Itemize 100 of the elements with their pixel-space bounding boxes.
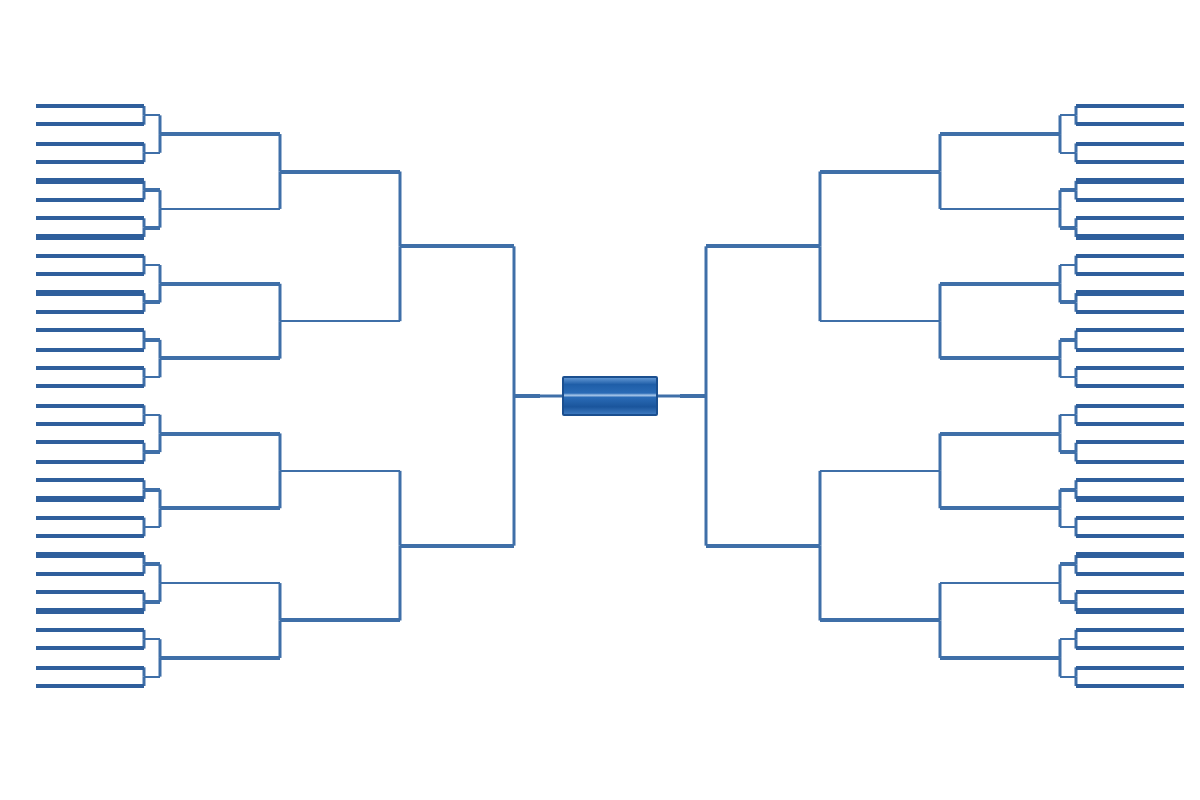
bracket-connector bbox=[938, 132, 942, 172]
bracket-line bbox=[1076, 534, 1184, 539]
bracket-line bbox=[820, 618, 940, 623]
bracket-connector bbox=[512, 244, 516, 396]
bracket-connector bbox=[398, 246, 402, 323]
bracket-connector bbox=[704, 244, 708, 396]
bracket-line bbox=[1076, 197, 1184, 202]
bracket-line bbox=[940, 356, 1060, 361]
bracket-line bbox=[36, 646, 144, 651]
bracket-line bbox=[1076, 290, 1184, 296]
bracket-connector bbox=[158, 583, 162, 604]
bracket-connector bbox=[1058, 637, 1062, 658]
bracket-connector bbox=[158, 562, 162, 584]
bracket-line bbox=[940, 656, 1060, 660]
bracket-connector bbox=[158, 208, 162, 230]
bracket-line bbox=[36, 571, 144, 576]
bracket-connector bbox=[158, 508, 162, 529]
bracket-line bbox=[1076, 571, 1184, 576]
bracket-connector bbox=[278, 581, 282, 621]
bracket-line bbox=[1076, 515, 1184, 520]
bracket-line bbox=[36, 234, 144, 240]
bracket-line bbox=[160, 282, 280, 286]
bracket-connector bbox=[1058, 208, 1062, 230]
bracket-line bbox=[160, 581, 280, 585]
bracket-line bbox=[280, 169, 400, 174]
bracket-connector bbox=[540, 394, 564, 398]
bracket-connector bbox=[656, 394, 680, 398]
bracket-line bbox=[1076, 103, 1184, 109]
bracket-line bbox=[1076, 328, 1184, 333]
bracket-line bbox=[280, 618, 400, 623]
bracket-line bbox=[36, 290, 144, 296]
bracket-connector bbox=[158, 338, 162, 359]
bracket-connector bbox=[704, 396, 708, 548]
bracket-connector bbox=[1058, 488, 1062, 509]
bracket-line bbox=[820, 469, 940, 473]
bracket-connector bbox=[398, 469, 402, 546]
bracket-line bbox=[1076, 216, 1184, 221]
bracket-connector bbox=[818, 469, 822, 546]
bracket-connector bbox=[938, 431, 942, 471]
bracket-line bbox=[1076, 178, 1184, 183]
bracket-line bbox=[36, 627, 144, 633]
bracket-connector bbox=[158, 488, 162, 509]
bracket-line bbox=[1076, 608, 1184, 614]
bracket-line bbox=[160, 506, 280, 510]
bracket-line bbox=[940, 431, 1060, 435]
bracket-line bbox=[160, 207, 280, 211]
bracket-connector bbox=[818, 246, 822, 323]
bracket-line bbox=[820, 319, 940, 323]
bracket-line bbox=[1076, 234, 1184, 240]
bracket-connector bbox=[1058, 508, 1062, 529]
bracket-line bbox=[1076, 496, 1184, 502]
bracket-line bbox=[940, 132, 1060, 136]
bracket-line bbox=[1076, 646, 1184, 651]
bracket-connector bbox=[1058, 583, 1062, 604]
bracket-line bbox=[1076, 309, 1184, 314]
bracket-line bbox=[36, 421, 144, 427]
bracket-connector bbox=[158, 113, 162, 135]
bracket-connector bbox=[158, 188, 162, 209]
bracket-connector bbox=[1058, 338, 1062, 359]
bracket-line bbox=[400, 244, 514, 248]
bracket-line bbox=[1076, 159, 1184, 165]
bracket-line bbox=[820, 169, 940, 174]
bracket-connector bbox=[938, 171, 942, 211]
bracket-line bbox=[1076, 665, 1184, 670]
bracket-connector bbox=[398, 545, 402, 622]
bracket-line bbox=[160, 656, 280, 660]
bracket-connector bbox=[158, 358, 162, 379]
bracket-line bbox=[36, 459, 144, 464]
bracket-connector bbox=[512, 396, 516, 548]
bracket-line bbox=[36, 534, 144, 539]
bracket-line bbox=[1076, 122, 1184, 127]
bracket-connector bbox=[278, 470, 282, 510]
bracket-line bbox=[1076, 552, 1184, 558]
bracket-connector bbox=[158, 283, 162, 304]
bracket-connector bbox=[278, 171, 282, 211]
bracket-connector bbox=[158, 263, 162, 284]
bracket-line bbox=[36, 159, 144, 165]
bracket-line bbox=[36, 552, 144, 558]
bracket-connector bbox=[278, 132, 282, 172]
bracket-line bbox=[680, 394, 706, 398]
bracket-line bbox=[36, 496, 144, 502]
bracket-connector bbox=[278, 431, 282, 471]
bracket-connector bbox=[1058, 263, 1062, 284]
bracket-connector bbox=[278, 620, 282, 660]
bracket-line bbox=[1076, 440, 1184, 445]
bracket-line bbox=[36, 347, 144, 352]
bracket-connector bbox=[938, 581, 942, 621]
bracket-connector bbox=[278, 282, 282, 322]
bracket-line bbox=[36, 384, 144, 389]
bracket-line bbox=[36, 477, 144, 483]
final-box bbox=[562, 376, 658, 416]
bracket-line bbox=[36, 440, 144, 445]
bracket-line bbox=[1076, 347, 1184, 352]
bracket-connector bbox=[938, 321, 942, 361]
bracket-connector bbox=[158, 413, 162, 434]
bracket-line bbox=[36, 403, 144, 408]
bracket-line bbox=[940, 506, 1060, 510]
bracket-line bbox=[1076, 683, 1184, 689]
bracket-line bbox=[36, 253, 144, 258]
bracket-line bbox=[1076, 272, 1184, 277]
